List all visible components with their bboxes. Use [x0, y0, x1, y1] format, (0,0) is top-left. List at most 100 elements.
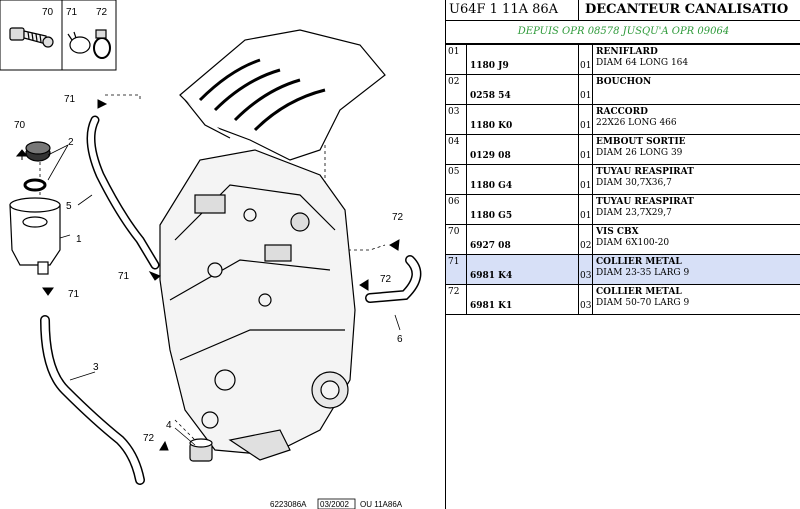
- part-quantity: 01: [579, 75, 593, 104]
- group-title: DECANTEUR CANALISATIO: [585, 2, 789, 17]
- part-name: COLLIER METAL: [596, 257, 682, 267]
- part-quantity: 01: [579, 105, 593, 134]
- callout-labels: 70 2 1 5 71 71 71 72 72 72 6 3 4: [14, 94, 404, 444]
- callout-72-bottom: 72: [143, 433, 155, 444]
- callout-71-bottom: 71: [68, 289, 80, 300]
- footer-code: OU 11A86A: [360, 500, 403, 509]
- part-detail: 22X26 LONG 466: [596, 118, 677, 128]
- part-reference: 6981 K4: [467, 255, 579, 284]
- callout-6: 6: [397, 334, 403, 345]
- part-quantity: 02: [579, 225, 593, 254]
- callout-72-middle: 72: [380, 274, 392, 285]
- row-index: 71: [446, 255, 467, 284]
- legend-label-70: 70: [42, 7, 54, 18]
- screw-icon: [9, 27, 54, 48]
- hose-clamp-icon: [67, 29, 111, 59]
- decanter-reservoir: [9, 141, 61, 275]
- part-quantity: 01: [579, 45, 593, 74]
- parts-list-panel: U64F 1 11A 86A DECANTEUR CANALISATIO DEP…: [445, 0, 800, 509]
- part-name: TUYAU REASPIRAT: [596, 197, 694, 207]
- callout-3: 3: [93, 362, 99, 373]
- callout-72-right: 72: [392, 212, 404, 223]
- legend-label-72: 72: [96, 7, 108, 18]
- part-detail: DIAM 23,7X29,7: [596, 208, 672, 218]
- parts-header: U64F 1 11A 86A DECANTEUR CANALISATIO: [446, 0, 800, 21]
- part-reference: 1180 K0: [467, 105, 579, 134]
- part-name: COLLIER METAL: [596, 287, 682, 297]
- part-quantity: 01: [579, 195, 593, 224]
- legend-label-71: 71: [66, 7, 78, 18]
- row-index: 01: [446, 45, 467, 74]
- callout-71-middle: 71: [118, 271, 130, 282]
- part-reference: 1180 G5: [467, 195, 579, 224]
- diagram-footer: 6223086A 03/2002 OU 11A86A: [270, 498, 403, 509]
- row-index: 03: [446, 105, 467, 134]
- row-index: 70: [446, 225, 467, 254]
- legend-panel: 70 71 72: [0, 0, 117, 71]
- row-index: 06: [446, 195, 467, 224]
- row-index: 72: [446, 285, 467, 314]
- part-name: EMBOUT SORTIE: [596, 137, 686, 147]
- part-reference: 0258 54: [467, 75, 579, 104]
- callout-1: 1: [76, 234, 82, 245]
- callout-4: 4: [166, 420, 172, 431]
- part-reference: 0129 08: [467, 135, 579, 164]
- callout-2: 2: [68, 137, 74, 148]
- part-name: VIS CBX: [596, 227, 639, 237]
- part-quantity: 01: [579, 135, 593, 164]
- part-description: BOUCHON: [593, 75, 800, 104]
- exploded-diagram: 70 71 72: [0, 0, 422, 509]
- part-name: RACCORD: [596, 107, 648, 117]
- row-index: 02: [446, 75, 467, 104]
- leader-lines: [47, 144, 401, 446]
- callout-5: 5: [66, 201, 72, 212]
- part-name: TUYAU REASPIRAT: [596, 167, 694, 177]
- outlet-fitting: [189, 438, 213, 462]
- callout-70: 70: [14, 120, 26, 131]
- part-detail: DIAM 50-70 LARG 9: [596, 298, 690, 308]
- part-name: BOUCHON: [596, 77, 652, 87]
- part-reference: 1180 J9: [467, 45, 579, 74]
- catalog-code: U64F 1 11A 86A: [446, 0, 579, 20]
- part-reference: 6981 K1: [467, 285, 579, 314]
- part-detail: DIAM 26 LONG 39: [596, 148, 683, 158]
- hose-3: [40, 315, 145, 485]
- part-quantity: 03: [579, 285, 593, 314]
- part-reference: 1180 G4: [467, 165, 579, 194]
- intake-manifold: [179, 29, 386, 161]
- part-quantity: 01: [579, 165, 593, 194]
- validity-range: DEPUIS OPR 08578 JUSQU'A OPR 09064: [446, 21, 800, 45]
- part-detail: DIAM 23-35 LARG 9: [596, 268, 690, 278]
- footer-date: 03/2002: [320, 500, 349, 509]
- part-reference: 6927 08: [467, 225, 579, 254]
- row-index: 05: [446, 165, 467, 194]
- footer-ref: 6223086A: [270, 500, 307, 509]
- engine-block: [159, 149, 356, 461]
- row-index: 04: [446, 135, 467, 164]
- arrows: [15, 99, 400, 451]
- part-quantity: 03: [579, 255, 593, 284]
- part-name: RENIFLARD: [596, 47, 658, 57]
- part-detail: DIAM 64 LONG 164: [596, 58, 689, 68]
- part-detail: DIAM 30,7X36,7: [596, 178, 672, 188]
- callout-71-top: 71: [64, 94, 76, 105]
- part-detail: DIAM 6X100-20: [596, 238, 670, 248]
